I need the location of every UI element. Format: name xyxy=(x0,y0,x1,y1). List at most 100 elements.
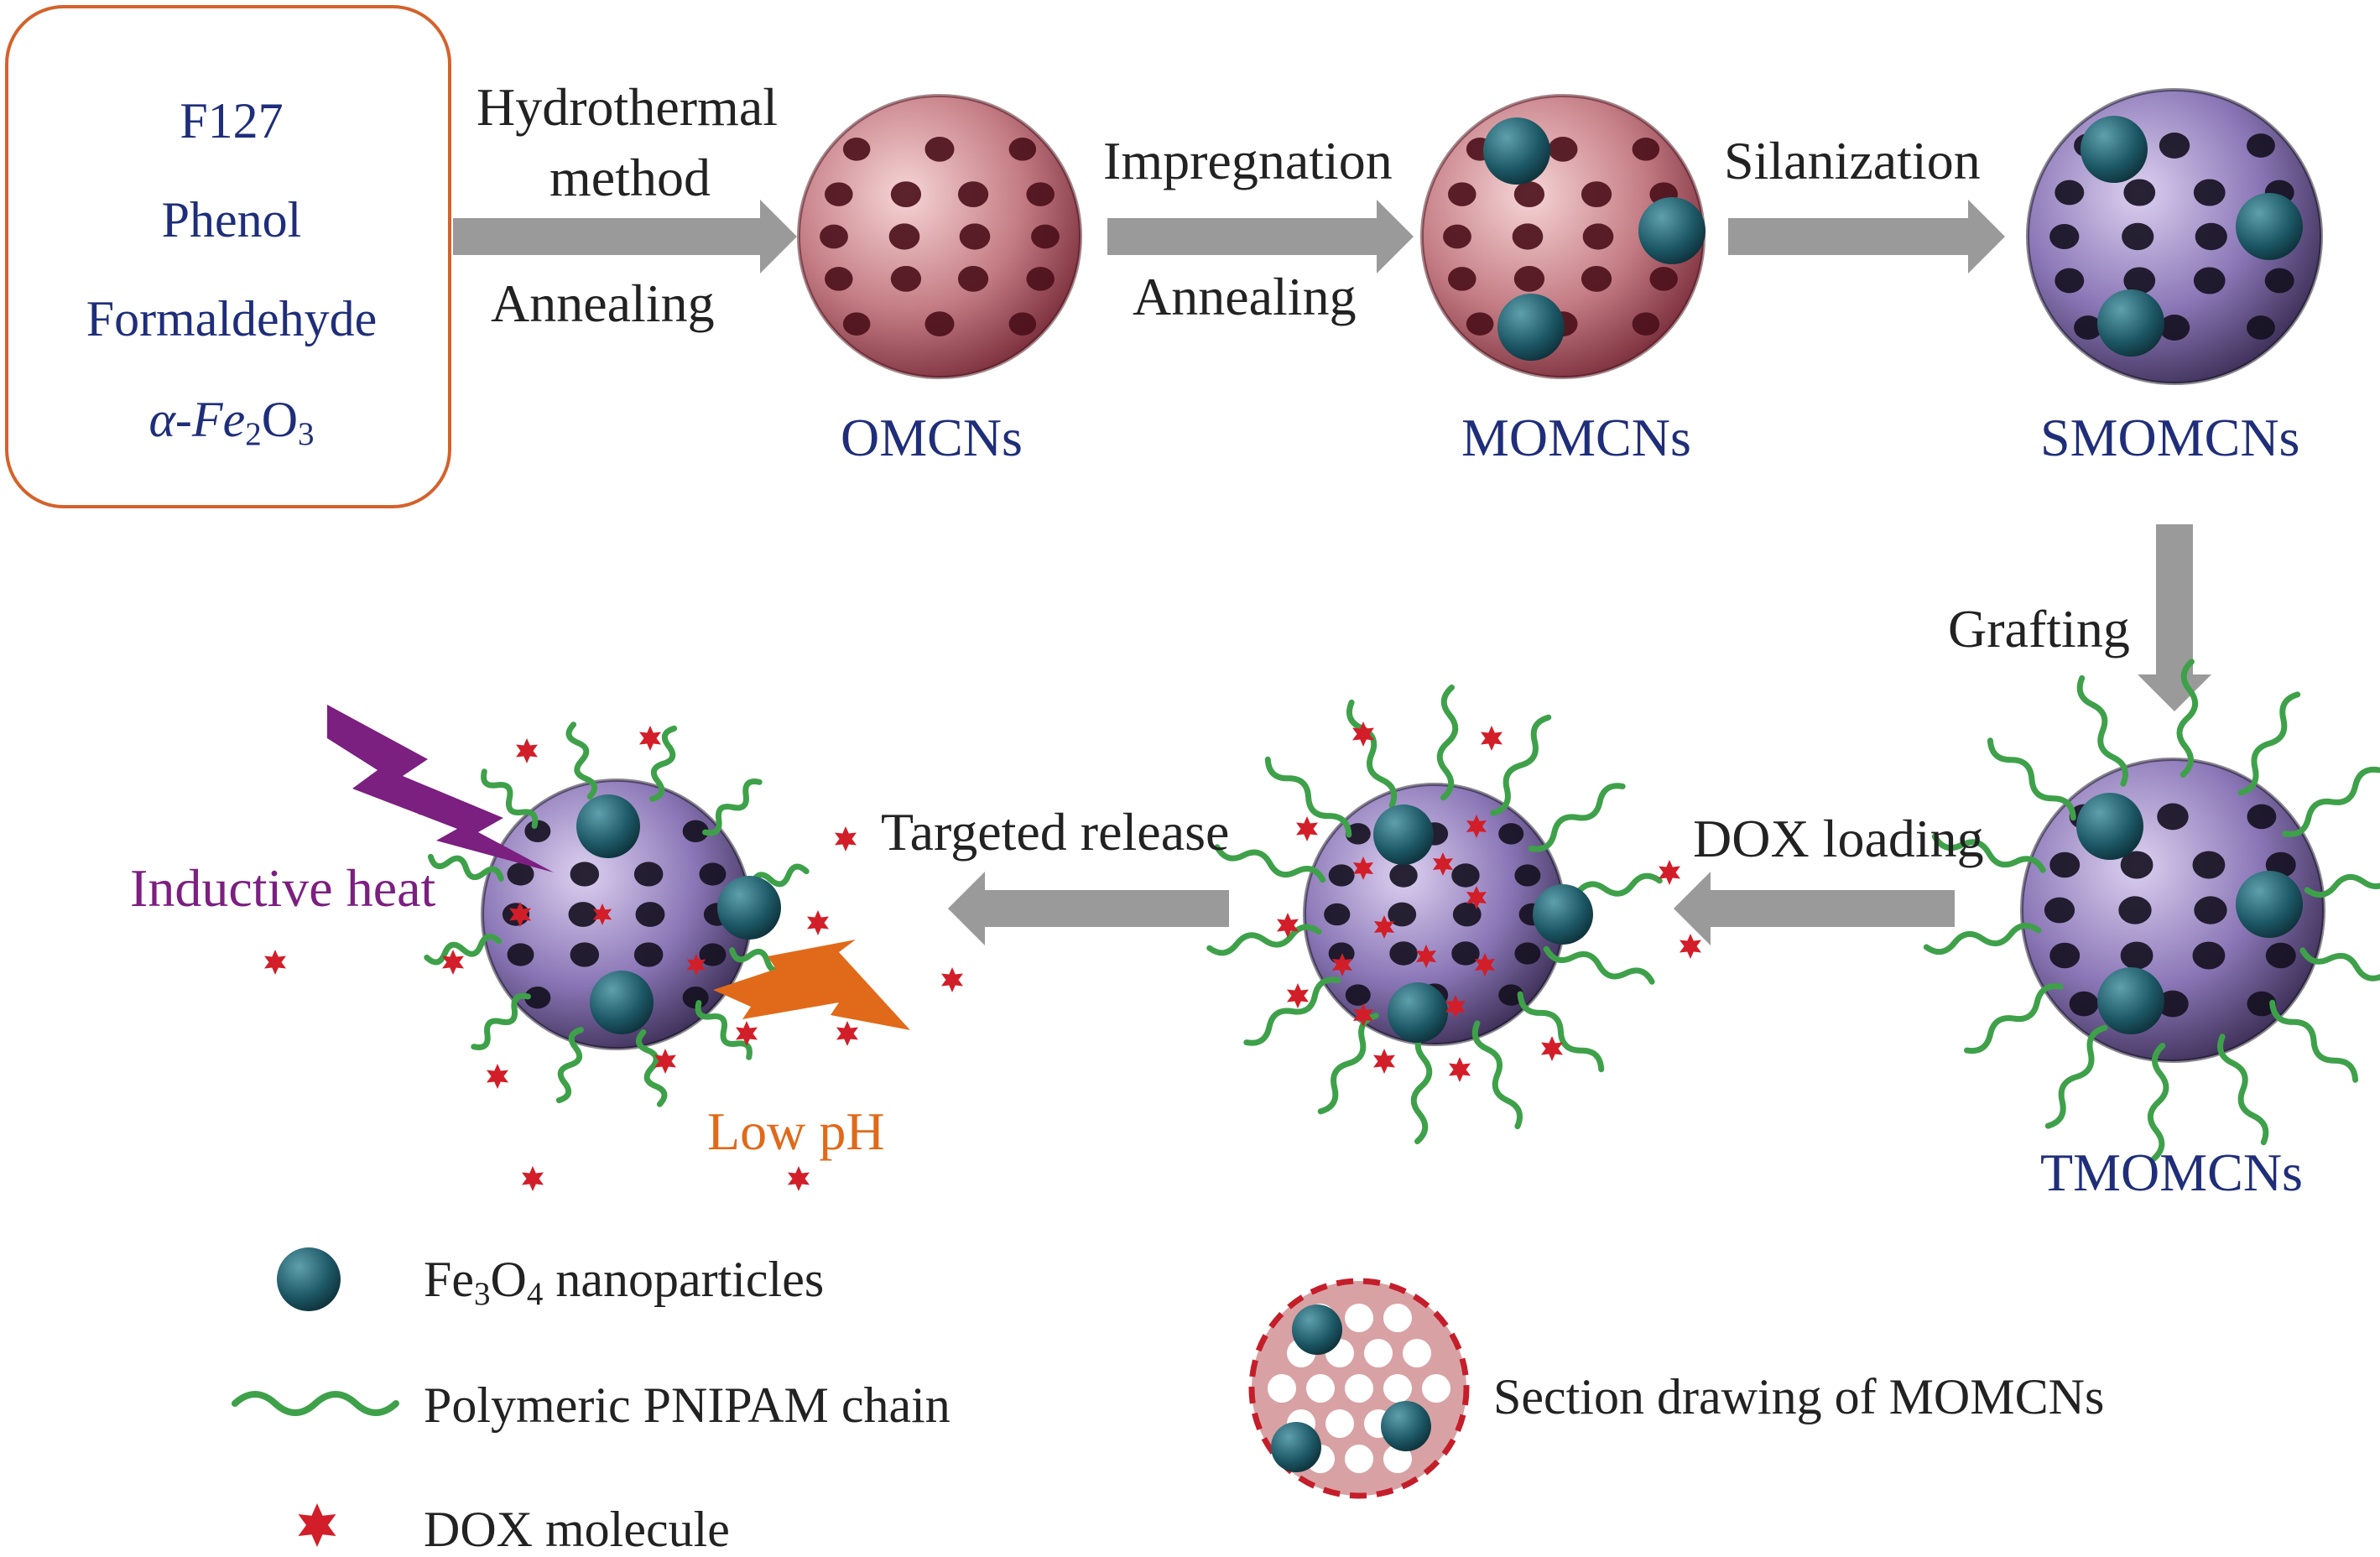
sphere-omcns-pore xyxy=(842,138,871,161)
step-hydrothermal-label: Hydrothermal xyxy=(477,77,778,137)
pnipam-chain xyxy=(481,768,539,829)
sphere-released-pore xyxy=(699,862,726,886)
sphere-dox-loaded-pore xyxy=(1498,823,1524,845)
sphere-smomcns-pore xyxy=(2247,315,2275,340)
section-pore xyxy=(1345,1374,1373,1403)
pnipam-chain xyxy=(2282,766,2380,837)
step-silanization-label: Silanization xyxy=(1724,131,1981,190)
pnipam-chain xyxy=(1410,1028,1433,1144)
section-pore xyxy=(1383,1374,1412,1403)
fe3o4-particle xyxy=(2097,967,2164,1034)
step-dox-loading-label: DOX loading xyxy=(1693,809,1984,868)
sphere-tmomcns-pore xyxy=(2194,896,2227,924)
sphere-smomcns-pore xyxy=(2055,180,2085,206)
sphere-smomcns-pore xyxy=(2123,267,2156,294)
dox-molecule xyxy=(807,910,829,935)
section-pore xyxy=(1364,1339,1393,1367)
sphere-momcns-pore xyxy=(1448,267,1476,291)
stimulus-ph-label: Low pH xyxy=(707,1101,885,1161)
sphere-omcns-pore xyxy=(957,181,989,208)
sphere-omcns-pore xyxy=(825,182,853,206)
pnipam-chain xyxy=(1317,1013,1379,1115)
sphere-smomcns-pore xyxy=(2193,179,2226,206)
step-impregnation-label: Impregnation xyxy=(1103,131,1393,190)
section-fe3o4 xyxy=(1292,1304,1342,1355)
fe3o4-particle xyxy=(2236,871,2303,938)
section-pore xyxy=(1383,1445,1412,1473)
legend-fe3o4-label: Fe3O4 nanoparticles xyxy=(424,1252,825,1312)
sphere-released-pore xyxy=(699,943,726,966)
sphere-tmomcns-pore xyxy=(2118,896,2152,924)
legend-section-icon xyxy=(1248,1278,1470,1499)
sphere-released-pore xyxy=(568,902,598,927)
fe3o4-particle xyxy=(717,876,781,940)
sphere-omcns-body xyxy=(799,96,1081,378)
sphere-dox-loaded-pore xyxy=(1324,903,1351,926)
sphere-omcns-pore xyxy=(1031,224,1060,249)
pnipam-chain xyxy=(1436,685,1459,801)
pnipam-chain xyxy=(1931,833,2046,873)
arrow-grafting xyxy=(2138,524,2211,711)
product-omcns-label: OMCNs xyxy=(841,408,1023,467)
sphere-omcns-pore xyxy=(1026,182,1055,206)
sphere-tmomcns-pore xyxy=(2157,803,2189,831)
pnipam-chain xyxy=(1490,714,1552,816)
dox-molecule xyxy=(1449,1057,1471,1082)
sphere-tmomcns-pore xyxy=(2265,942,2296,969)
pnipam-chain xyxy=(1264,756,1352,838)
sphere-smomcns-pore xyxy=(2049,224,2080,249)
sphere-tmomcns-pore xyxy=(2157,990,2189,1018)
sphere-dox-loaded-pore xyxy=(1388,902,1417,927)
sphere-tmomcns-pore xyxy=(2192,941,2226,970)
sphere-momcns-pore xyxy=(1581,265,1612,292)
pnipam-chain xyxy=(1964,983,2064,1054)
section-pore xyxy=(1403,1339,1431,1367)
sphere-released-pore xyxy=(524,820,551,842)
pnipam-chain xyxy=(424,933,503,966)
fe3o4-particle xyxy=(1638,197,1706,264)
dox-molecule xyxy=(1287,983,1309,1008)
sphere-smomcns-pore xyxy=(2264,268,2294,294)
arrow-silanization xyxy=(1728,200,2005,273)
sphere-omcns-pore xyxy=(825,267,853,291)
pnipam-chain xyxy=(2237,691,2301,796)
reagent-phenol: Phenol xyxy=(161,192,302,247)
sphere-omcns-pore xyxy=(924,311,955,337)
section-pore xyxy=(1325,1409,1354,1438)
sphere-tmomcns-pore xyxy=(2247,804,2277,830)
sphere-momcns-pore xyxy=(1649,267,1678,291)
dox-molecule xyxy=(442,950,464,975)
product-smomcns-label: SMOMCNs xyxy=(2040,408,2300,467)
pnipam-chain xyxy=(471,992,531,1050)
sphere-omcns-pore xyxy=(890,181,922,208)
dox-molecule xyxy=(1474,953,1496,976)
step-targeted-release-label: Targeted release xyxy=(881,802,1230,862)
sphere-tmomcns-pore xyxy=(2120,941,2153,970)
fe3o4-particle xyxy=(2076,793,2143,860)
arrow-dox-loading xyxy=(1674,872,1955,945)
dox-molecule xyxy=(509,902,531,927)
sphere-omcns-pore xyxy=(1026,267,1055,291)
section-fe3o4 xyxy=(1271,1422,1321,1472)
dox-molecule xyxy=(1415,945,1437,968)
sphere-dox-loaded-pore xyxy=(1345,823,1371,845)
inductive-heat-bolt-icon xyxy=(327,705,554,872)
pnipam-chain xyxy=(427,853,504,882)
sphere-released-pore xyxy=(682,820,709,842)
sphere-tmomcns-pore xyxy=(2069,991,2099,1017)
sphere-smomcns-pore xyxy=(2074,315,2102,340)
pnipam-chain xyxy=(1243,976,1341,1046)
pnipam-chain xyxy=(1543,945,1655,985)
dox-molecule xyxy=(1466,886,1487,909)
sphere-dox-loaded-pore xyxy=(1452,902,1482,927)
pnipam-chain xyxy=(2299,947,2380,982)
pnipam-chain xyxy=(2044,1024,2108,1129)
sphere-tmomcns-pore xyxy=(2049,942,2081,969)
sphere-momcns-pore xyxy=(1513,181,1545,208)
sphere-smomcns-pore xyxy=(2159,315,2190,341)
stimulus-heat-label: Inductive heat xyxy=(130,858,436,918)
sphere-omcns-pore xyxy=(1008,138,1037,161)
sphere-tmomcns-pore xyxy=(2049,851,2081,878)
sphere-momcns-pore xyxy=(1632,312,1660,336)
dox-molecule xyxy=(835,826,857,851)
